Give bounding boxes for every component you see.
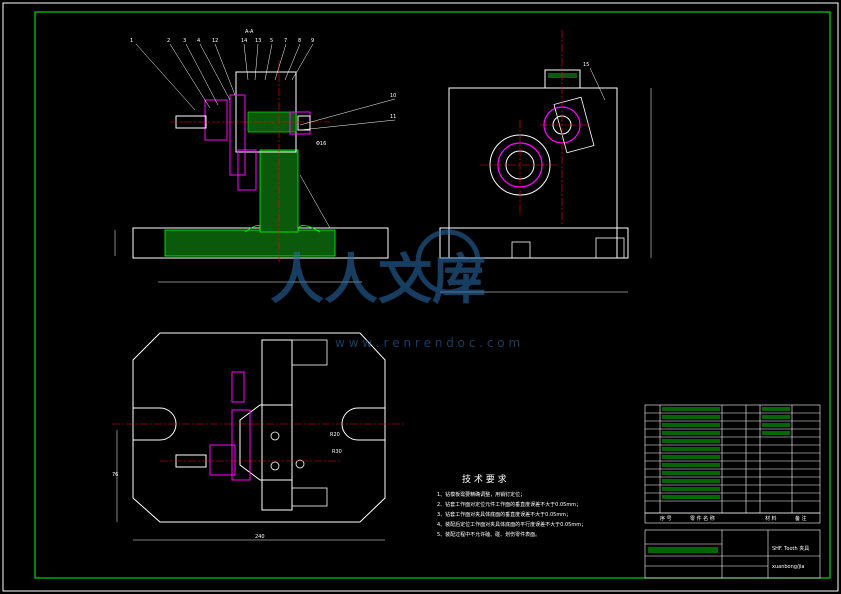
- tech-req-5: 5、装配过程中不允许磕、碰、划伤零件表面。: [437, 531, 540, 538]
- header-notes: 备 注: [795, 515, 807, 522]
- drawing-number: xuanbong/jia: [772, 564, 804, 570]
- plan-view: R20 R30 76 240: [112, 332, 405, 541]
- header-seq: 序 号: [660, 515, 672, 522]
- part-number-15: 15: [583, 62, 589, 68]
- tech-req-3: 3、钻套工作面对夹具体底面的垂直度误差不大于0.05mm；: [437, 511, 571, 518]
- part-number-labels: 1 2 3 4 12 14 13 5 7 8 9 10 11: [130, 38, 396, 120]
- header-material: 材 料: [765, 515, 777, 522]
- side-body: [448, 87, 618, 259]
- part-number-14: 14: [241, 38, 247, 44]
- part-number-1: 1: [130, 38, 133, 44]
- watermark: 人人文库 w w w . r e n r e n d o c . c o m: [270, 229, 520, 350]
- parts-header: 序 号 零 件 名 称 材 料 备 注: [644, 512, 821, 524]
- part-number-12: 12: [212, 38, 218, 44]
- parts-list-fill: [662, 407, 790, 499]
- watermark-url: w w w . r e n r e n d o c . c o m: [335, 336, 520, 350]
- tech-req-2: 2、钻套工作面对定位元件工作面的垂直度误差不大于0.05mm；: [437, 501, 581, 508]
- title-block: SHF. Tooth 夹具 xuanbong/jia: [644, 529, 821, 579]
- part-number-9: 9: [311, 38, 314, 44]
- dim-r30: R30: [332, 449, 342, 455]
- dim-240: 240: [255, 534, 265, 540]
- part-number-5: 5: [270, 38, 273, 44]
- tech-req-4: 4、装配后定位工作面对夹具体底面的平行度误差不大于0.05mm；: [437, 521, 586, 528]
- part-number-2: 2: [167, 38, 170, 44]
- dim-76: 76: [112, 472, 118, 478]
- clamp-part: [204, 99, 228, 141]
- tech-req-title: 技 术 要 求: [462, 473, 507, 485]
- side-view: 15: [439, 30, 652, 293]
- dim-r20: R20: [330, 432, 340, 438]
- part-number-10: 10: [390, 93, 396, 99]
- part-number-8: 8: [298, 38, 301, 44]
- part-number-11: 11: [390, 114, 396, 120]
- section-label: A-A: [245, 29, 254, 35]
- base-hatch: [164, 229, 336, 257]
- part-number-7: 7: [284, 38, 287, 44]
- plan-outline: [132, 332, 386, 523]
- watermark-text: 人人文库: [270, 248, 486, 311]
- part-number-13: 13: [255, 38, 261, 44]
- section-view-a-a: A-A: [114, 29, 396, 283]
- drawing-name: SHF. Tooth 夹具: [772, 545, 809, 552]
- part-number-4: 4: [197, 38, 200, 44]
- watermark-logo-icon: [415, 229, 481, 295]
- dim-diameter: Φ16: [316, 141, 326, 147]
- tech-req-1: 1、钻模板需要精确调整，用销钉定位；: [437, 491, 525, 498]
- header-part-name: 零 件 名 称: [690, 515, 715, 522]
- inner-frame: [34, 11, 831, 579]
- top-boss: [544, 69, 581, 89]
- technical-requirements: 技 术 要 求 1、钻模板需要精确调整，用销钉定位； 2、钻套工作面对定位元件工…: [437, 473, 586, 538]
- parts-list: [644, 404, 821, 514]
- part-number-3: 3: [183, 38, 186, 44]
